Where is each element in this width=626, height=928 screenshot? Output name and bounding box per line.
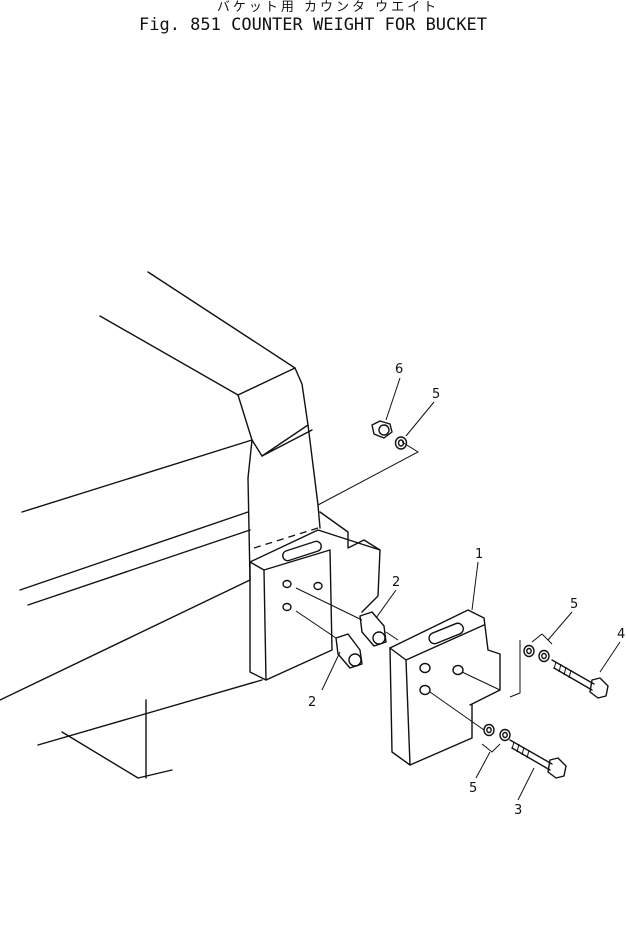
leader-lines <box>321 377 621 801</box>
callout-4: 4 <box>617 627 625 642</box>
callout-2-upper: 2 <box>392 575 400 590</box>
title-japanese: バケット用 カウンタ ウエイト <box>216 0 440 15</box>
callout-2-lower: 2 <box>308 695 316 710</box>
bucket-body <box>0 271 319 779</box>
inner-counter-weight-block <box>249 504 381 681</box>
washer-upper <box>394 436 408 450</box>
callout-6: 6 <box>395 362 403 377</box>
spacer-upper <box>359 611 387 647</box>
spacer-lower <box>335 633 363 669</box>
callout-5-right: 5 <box>570 597 578 612</box>
assembly-center-lines <box>295 441 420 641</box>
bolt-lower <box>509 739 567 779</box>
counter-weight-plate <box>389 609 501 766</box>
callout-3: 3 <box>514 803 522 818</box>
bolt-upper <box>551 659 609 699</box>
callout-5-lower: 5 <box>469 781 477 796</box>
callout-1: 1 <box>475 547 483 562</box>
washers-right-upper <box>509 633 553 698</box>
callout-labels: 6 5 1 2 2 5 4 5 3 <box>308 362 625 818</box>
figure-title: Fig. 851 COUNTER WEIGHT FOR BUCKET <box>139 15 487 35</box>
washers-right-lower <box>481 723 511 753</box>
callout-5-upper: 5 <box>432 387 440 402</box>
nut <box>371 420 393 439</box>
